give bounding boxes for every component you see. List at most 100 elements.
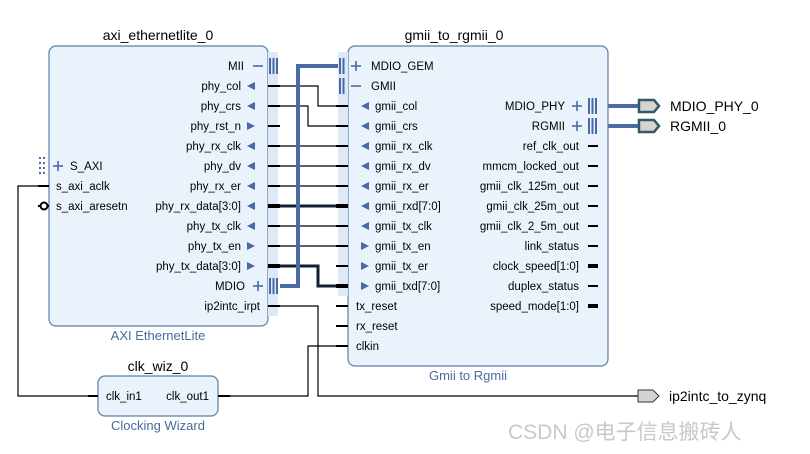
pin-label: phy_rx_er	[190, 181, 241, 193]
pin-label: gmii_clk_2_5m_out	[480, 221, 580, 233]
pin-label: link_status	[525, 241, 580, 253]
port-label: RGMII_0	[670, 118, 726, 134]
pin-link-status[interactable]: link_status	[525, 241, 598, 253]
pin-gmii-rx-clk[interactable]: gmii_rx_clk	[336, 141, 433, 153]
pin-tx-reset[interactable]: tx_reset	[336, 301, 398, 313]
interface-connector-icon	[339, 78, 345, 94]
pin-strip	[268, 52, 278, 316]
pin-ref-clk-out[interactable]: ref_clk_out	[523, 141, 598, 153]
pin-speed-mode[interactable]: speed_mode[1:0]	[490, 301, 598, 313]
pin-gmii-col[interactable]: gmii_col	[336, 101, 417, 113]
external-port-mdio-phy-0[interactable]: MDIO_PHY_0	[637, 98, 759, 114]
pin-label: s_axi_aresetn	[56, 201, 128, 213]
pin-label: tx_reset	[356, 301, 398, 313]
instance-name: clk_wiz_0	[128, 358, 189, 374]
pin-label: ip2intc_irpt	[204, 301, 260, 313]
pin-gmii-tx-er[interactable]: gmii_tx_er	[336, 261, 428, 273]
pin-label: s_axi_aclk	[56, 181, 110, 193]
pin-label: gmii_txd[7:0]	[375, 281, 440, 293]
input-arrow-icon	[361, 242, 369, 250]
pin-clk-in1[interactable]: clk_in1	[88, 391, 142, 403]
pin-clock-speed[interactable]: clock_speed[1:0]	[493, 261, 598, 273]
output-arrow-icon	[361, 142, 369, 150]
pin-label: gmii_clk_25m_out	[486, 201, 579, 213]
pin-label: phy_rx_clk	[186, 141, 241, 153]
block-axi-ethernetlite[interactable]: axi_ethernetlite_0 AXI EthernetLite S_AX…	[38, 27, 280, 343]
expand-plus-icon[interactable]	[53, 161, 63, 171]
pin-rx-reset[interactable]: rx_reset	[336, 321, 398, 333]
wire-phy-tx-data[interactable]	[278, 264, 345, 288]
output-arrow-icon	[361, 222, 369, 230]
pin-gmii-clk-125m-out[interactable]: gmii_clk_125m_out	[480, 181, 598, 193]
pin-mdio[interactable]: MDIO	[215, 278, 278, 294]
pin-label: GMII	[371, 81, 396, 93]
pin-phy-crs[interactable]: phy_crs	[201, 101, 280, 113]
pin-gmii-txd[interactable]: gmii_txd[7:0]	[336, 281, 440, 293]
wire-s-axi-aclk[interactable]	[17, 185, 90, 397]
pin-mii[interactable]: MII	[228, 58, 278, 74]
pin-phy-rx-clk[interactable]: phy_rx_clk	[186, 141, 280, 153]
block-clk-wiz[interactable]: clk_wiz_0 Clocking Wizard clk_in1 clk_ou…	[88, 358, 230, 433]
ip-type-label: AXI EthernetLite	[111, 328, 206, 343]
pin-label: gmii_tx_en	[375, 241, 431, 253]
expand-plus-icon[interactable]	[253, 281, 263, 291]
pin-mdio-phy[interactable]: MDIO_PHY	[505, 98, 597, 114]
wire-phy-crs[interactable]	[278, 105, 345, 127]
pin-gmii[interactable]: GMII	[339, 78, 396, 94]
pin-gmii-tx-en[interactable]: gmii_tx_en	[336, 241, 431, 253]
dotted-connector-icon	[39, 157, 45, 174]
pin-phy-rx-er[interactable]: phy_rx_er	[190, 181, 280, 193]
pin-label: gmii_col	[375, 101, 417, 113]
wire-ip2intc[interactable]	[278, 305, 638, 397]
pin-gmii-clk-25m-out[interactable]: gmii_clk_25m_out	[486, 201, 598, 213]
interface-connector-icon	[339, 58, 345, 74]
pin-label: gmii_rxd[7:0]	[375, 201, 441, 213]
pin-label: duplex_status	[508, 281, 579, 293]
pin-phy-col[interactable]: phy_col	[201, 81, 280, 93]
expand-plus-icon[interactable]	[351, 61, 361, 71]
wire-phy-col[interactable]	[278, 85, 345, 107]
pin-s-axi[interactable]: S_AXI	[39, 157, 103, 174]
pin-ip2intc-irpt[interactable]: ip2intc_irpt	[204, 301, 280, 313]
pin-phy-rx-data[interactable]: phy_rx_data[3:0]	[155, 201, 280, 213]
port-label: ip2intc_to_zynq	[669, 388, 766, 404]
pin-clk-out1[interactable]: clk_out1	[166, 391, 230, 403]
pin-s-axi-aclk[interactable]: s_axi_aclk	[38, 181, 110, 193]
pin-label: phy_tx_en	[188, 241, 241, 253]
pin-gmii-tx-clk[interactable]: gmii_tx_clk	[336, 221, 432, 233]
block-gmii-to-rgmii[interactable]: gmii_to_rgmii_0 Gmii to Rgmii MDIO_GEM G…	[336, 27, 609, 383]
pin-label: ref_clk_out	[523, 141, 580, 153]
pin-phy-tx-en[interactable]: phy_tx_en	[188, 241, 280, 253]
pin-gmii-rx-er[interactable]: gmii_rx_er	[336, 181, 429, 193]
pin-mdio-gem[interactable]: MDIO_GEM	[339, 58, 434, 74]
pin-duplex-status[interactable]: duplex_status	[508, 281, 598, 293]
pin-rgmii[interactable]: RGMII	[532, 118, 597, 134]
pin-gmii-clk-2-5m-out[interactable]: gmii_clk_2_5m_out	[480, 221, 598, 233]
pin-label: MDIO_PHY	[505, 101, 565, 113]
external-port-ip2intc-to-zynq[interactable]: ip2intc_to_zynq	[637, 388, 766, 404]
pin-phy-rst-n[interactable]: phy_rst_n	[190, 121, 280, 133]
pin-gmii-crs[interactable]: gmii_crs	[336, 121, 418, 133]
external-port-rgmii-0[interactable]: RGMII_0	[637, 118, 726, 134]
wire-clk-out1[interactable]	[230, 345, 345, 397]
pin-label: gmii_tx_clk	[375, 221, 432, 233]
pin-phy-dv[interactable]: phy_dv	[204, 161, 280, 173]
instance-name: axi_ethernetlite_0	[103, 27, 214, 43]
pin-label: phy_crs	[201, 101, 242, 113]
wire-mdio[interactable]	[280, 64, 340, 288]
interface-connector-icon	[269, 58, 278, 74]
pin-s-axi-aresetn[interactable]: s_axi_aresetn	[38, 201, 128, 213]
pin-phy-tx-data[interactable]: phy_tx_data[3:0]	[156, 261, 280, 273]
expand-plus-icon[interactable]	[572, 101, 582, 111]
pin-label: clk_in1	[106, 391, 142, 403]
expand-plus-icon[interactable]	[572, 121, 582, 131]
instance-name: gmii_to_rgmii_0	[405, 27, 504, 43]
interface-connector-icon	[588, 118, 597, 134]
wires	[17, 64, 640, 397]
pin-gmii-rx-dv[interactable]: gmii_rx_dv	[336, 161, 431, 173]
pin-phy-tx-clk[interactable]: phy_tx_clk	[187, 221, 280, 233]
pin-clkin[interactable]: clkin	[336, 341, 379, 353]
pin-mmcm-locked-out[interactable]: mmcm_locked_out	[482, 161, 598, 173]
port-label: MDIO_PHY_0	[670, 98, 759, 114]
pin-gmii-rxd[interactable]: gmii_rxd[7:0]	[336, 201, 441, 213]
